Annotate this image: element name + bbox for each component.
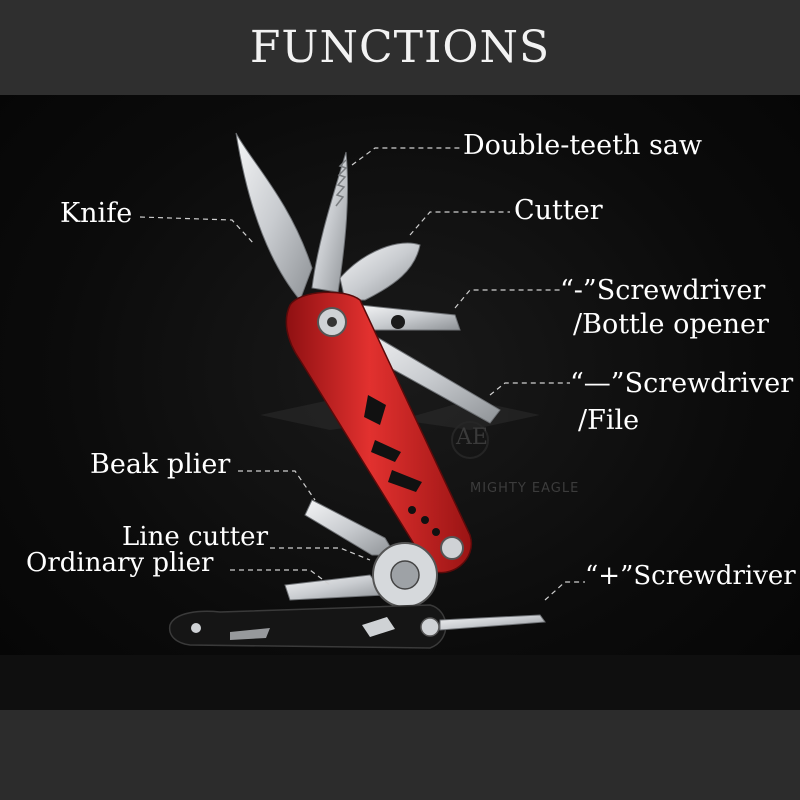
label-cutter: Cutter (514, 195, 603, 226)
cross-screwdriver-bit (439, 614, 546, 631)
pivot-screw-bottom (440, 536, 464, 560)
watermark-brand: MIGHTY EAGLE (470, 481, 580, 496)
label-knife: Knife (60, 198, 133, 229)
footer-bar (0, 710, 800, 800)
black-handle (168, 604, 447, 649)
leader-lines (139, 147, 585, 601)
watermark-initials: AE (456, 425, 488, 450)
label-double-teeth-saw: Double-teeth saw (463, 130, 703, 161)
label-long-screwdriver: “—”Screwdriver (570, 368, 794, 399)
knife-blade (235, 132, 313, 301)
ordinary-plier-jaw (284, 574, 386, 601)
header-bar: FUNCTIONS (0, 0, 800, 95)
label-cross-screwdriver: “+”Screwdriver (585, 561, 796, 591)
label-flat-screwdriver: “-”Screwdriver (560, 275, 766, 306)
multitool-illustration (0, 132, 800, 710)
saw-blade (311, 151, 349, 293)
cutter-hook (339, 242, 421, 301)
label-file: /File (578, 405, 640, 436)
product-photo: Double-teeth saw Knife Cutter “-”Screwdr… (0, 95, 800, 710)
red-handle (285, 291, 473, 574)
floor-surface (0, 655, 800, 710)
label-line-cutter: Line cutter (122, 522, 268, 552)
bottle-opener (359, 304, 461, 331)
label-bottle-opener: /Bottle opener (573, 309, 769, 340)
page-title: FUNCTIONS (249, 22, 551, 73)
label-ordinary-plier: Ordinary plier (26, 548, 214, 578)
beak-plier-jaw (304, 499, 396, 556)
label-beak-plier: Beak plier (90, 449, 231, 480)
